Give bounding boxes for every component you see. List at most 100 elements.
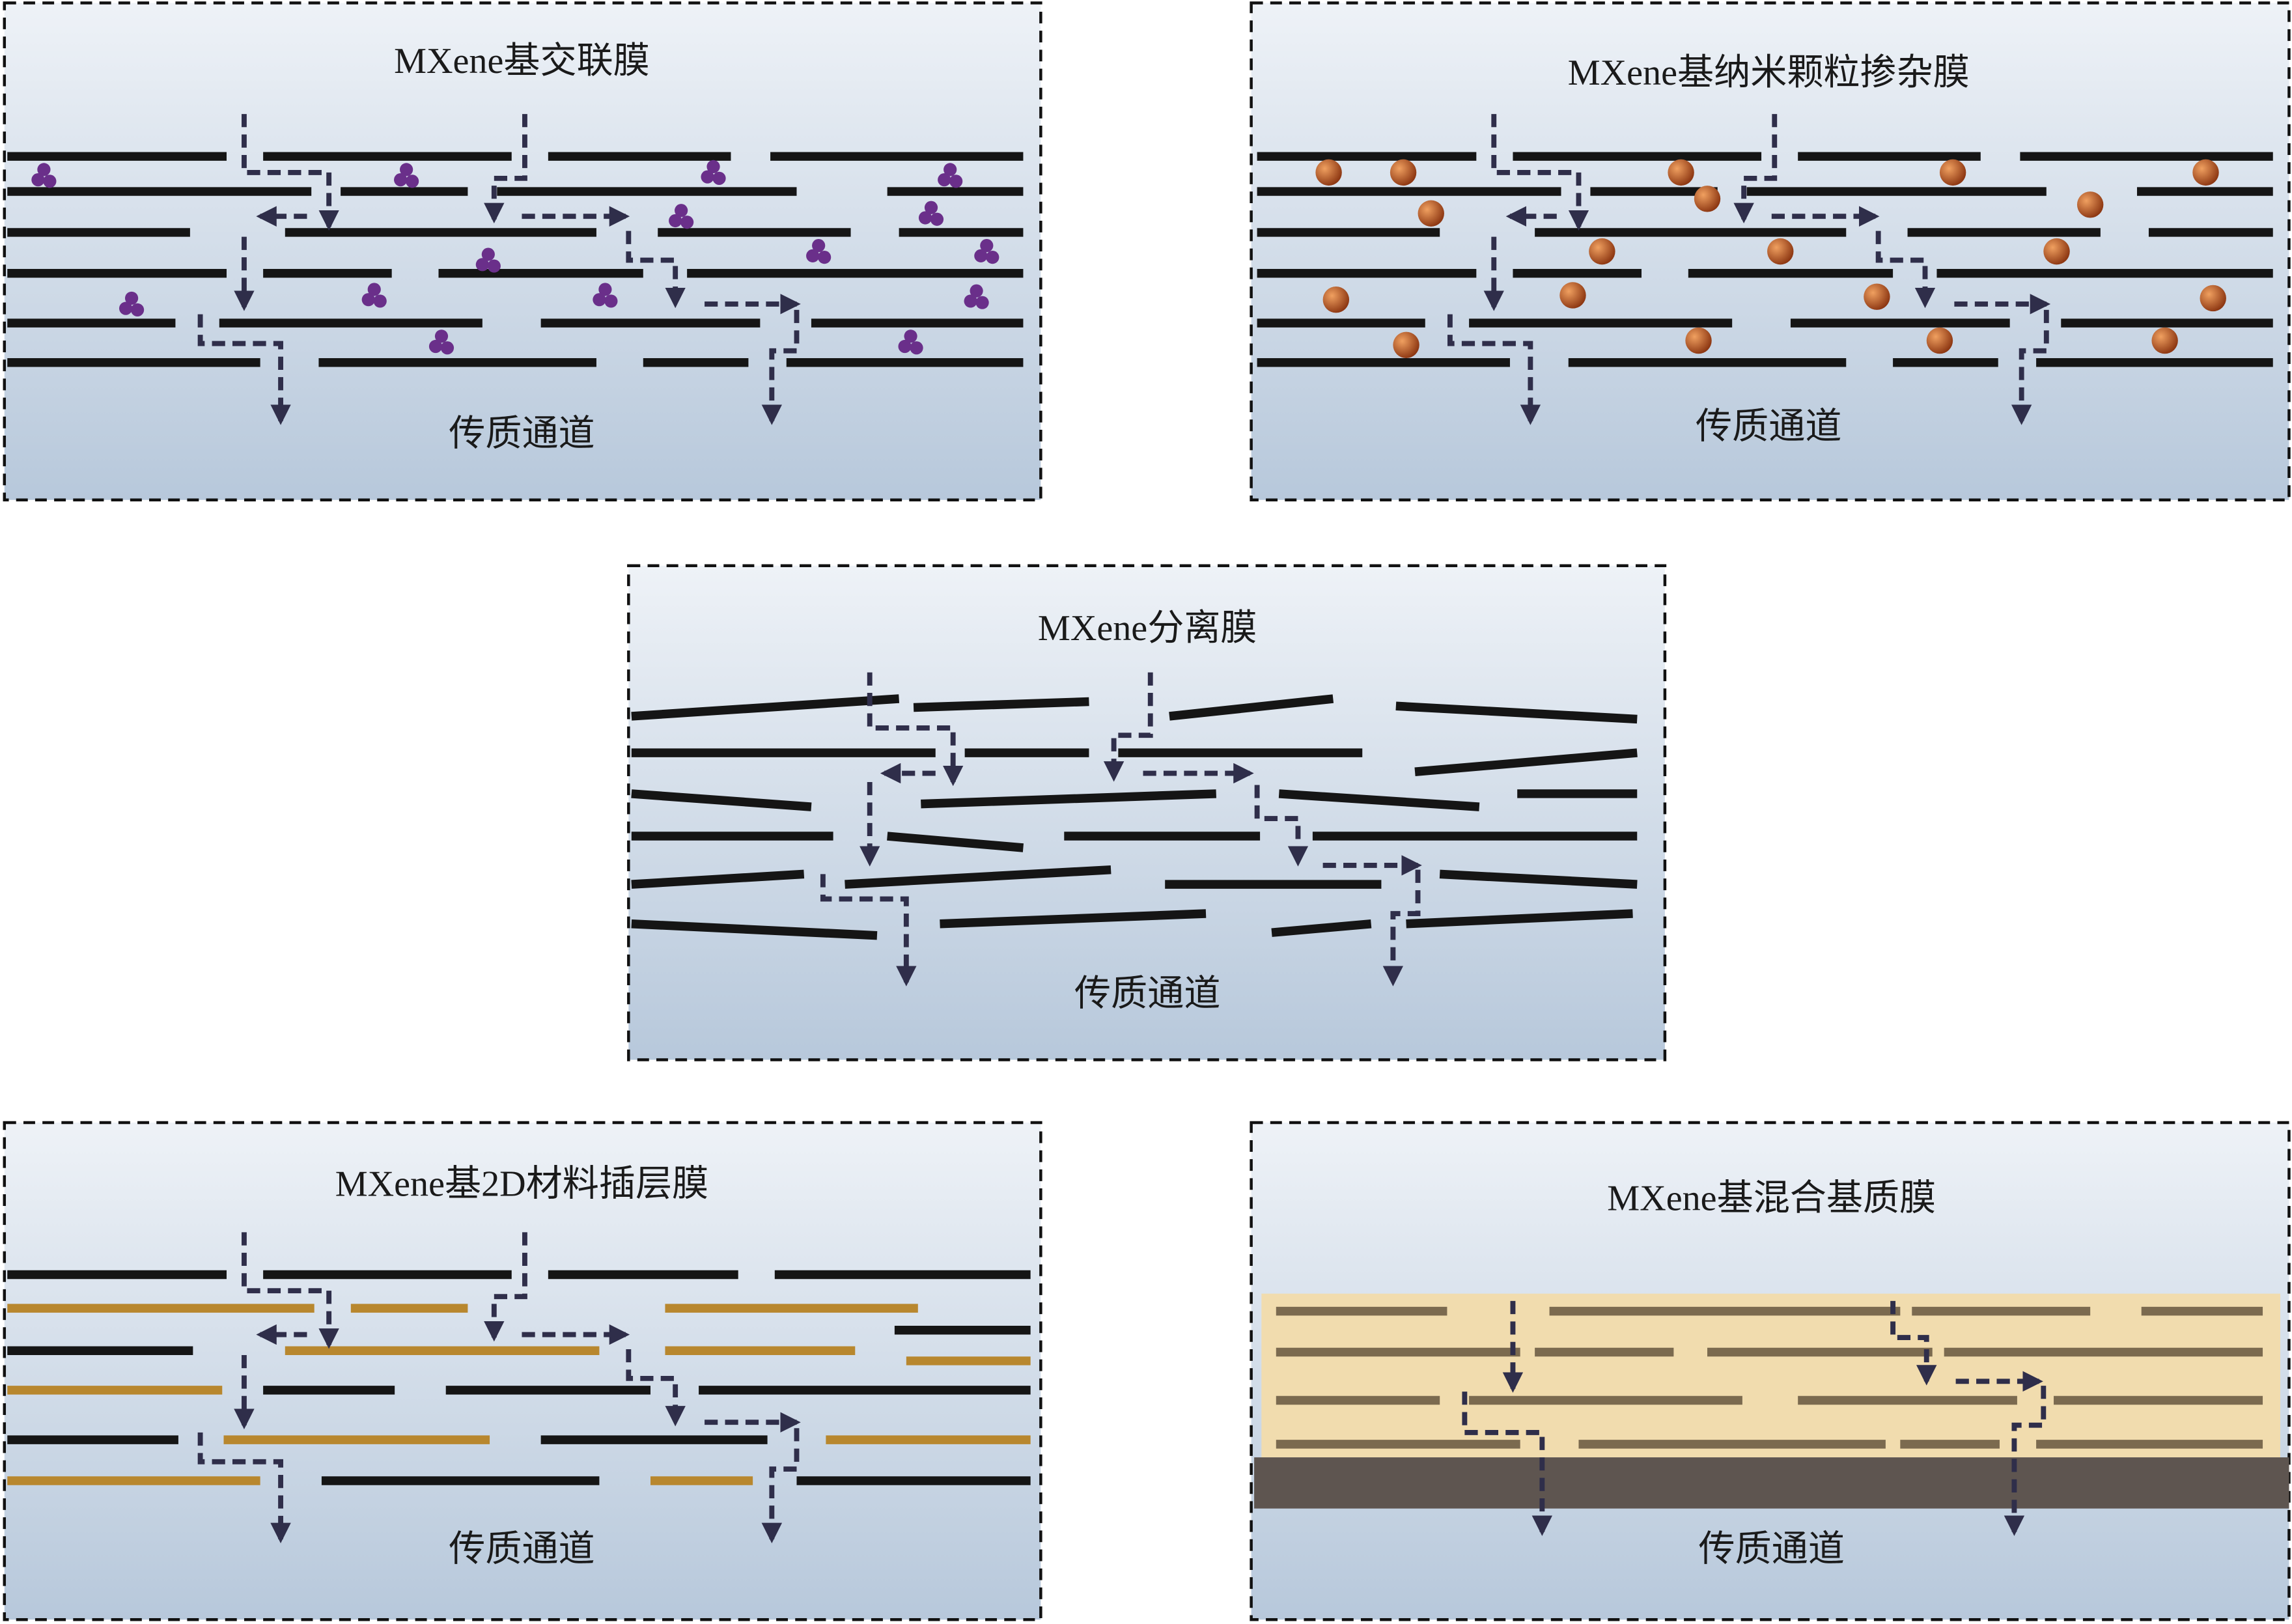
mxene-sheet <box>631 694 900 721</box>
crosslinker-molecule <box>475 258 489 272</box>
nanoparticle <box>1418 200 1444 227</box>
crosslinker-molecule <box>680 216 694 229</box>
crosslinker-molecule <box>974 249 988 262</box>
mxene-sheet <box>631 789 812 811</box>
mxene-sheet <box>631 869 805 889</box>
transport-path-arrow <box>867 672 964 787</box>
transport-path-arrow <box>1103 672 1153 782</box>
crosslinker-molecule <box>598 283 612 296</box>
crosslinker-molecule <box>930 212 944 226</box>
transport-path-arrow <box>242 114 339 231</box>
nanoparticle <box>2151 327 2178 354</box>
panel-1-title: MXene基交联膜 <box>394 41 650 81</box>
transport-path-arrow <box>2004 1386 2047 1536</box>
panel-4-frame <box>3 1121 1042 1621</box>
crosslinker-molecule <box>130 303 145 317</box>
crosslinker-molecule <box>428 339 443 354</box>
crosslinker-molecule <box>367 283 381 296</box>
support-layer <box>1254 1457 2289 1509</box>
crosslinker-molecule <box>712 171 726 185</box>
mxene-sheet <box>1414 748 1638 776</box>
crosslinker-molecule <box>812 239 826 253</box>
transport-path-arrow <box>820 874 917 987</box>
mxene-sheet <box>1169 694 1334 721</box>
nanoparticle <box>2076 191 2104 218</box>
transport-path-arrow <box>626 231 686 309</box>
nanoparticle <box>1668 159 1694 186</box>
crosslinker-molecule <box>701 170 714 184</box>
panel-1-label: 传质通道 <box>449 414 594 455</box>
crosslinker-molecule <box>975 296 989 309</box>
panel-4-title: MXene基2D材料插层膜 <box>335 1164 709 1204</box>
nanoparticle <box>1589 238 1615 265</box>
crosslinker-molecule <box>706 160 720 174</box>
mxene-sheet <box>1278 789 1480 811</box>
transport-path-arrow <box>626 1349 686 1427</box>
nanoparticle <box>1390 159 1417 186</box>
crosslinker-molecule <box>440 341 454 355</box>
nanoparticle <box>2043 238 2070 265</box>
nanoparticle <box>1315 159 1342 186</box>
nanoparticle <box>1685 327 1712 354</box>
transport-path-arrow <box>1890 1300 1937 1386</box>
mxene-sheet <box>631 919 878 940</box>
crosslinker-molecule <box>487 259 501 273</box>
crosslinker-molecule <box>405 175 419 188</box>
crosslinker-molecule <box>938 173 951 187</box>
crosslinker-molecule <box>43 175 57 188</box>
panel-1-frame <box>3 1 1042 501</box>
crosslinker-molecule <box>898 339 912 354</box>
transport-path-arrow <box>1447 314 1541 425</box>
crosslinker-molecule <box>924 201 938 214</box>
crosslinker-molecule <box>604 294 618 308</box>
nanoparticle <box>1694 186 1721 212</box>
transport-path-arrow <box>761 309 800 425</box>
crosslinker-molecule <box>970 284 983 298</box>
transport-path-arrow <box>197 314 291 425</box>
transport-path-arrow <box>242 1232 339 1349</box>
crosslinker-molecule <box>943 163 957 176</box>
crosslinker-molecule <box>806 249 820 262</box>
nanoparticle <box>1864 283 1890 310</box>
crosslinker-molecule <box>904 329 917 343</box>
crosslinker-molecule <box>980 239 994 253</box>
crosslinker-molecule <box>373 294 387 308</box>
nanoparticle <box>1939 159 1966 186</box>
mxene-sheet <box>1406 909 1633 929</box>
nanoparticle <box>2192 159 2219 186</box>
crosslinker-molecule <box>481 247 495 261</box>
panel-3-label: 传质通道 <box>1074 973 1220 1014</box>
transport-path-arrow <box>761 1428 800 1544</box>
panel-2-title: MXene基纳米颗粒掺杂膜 <box>1568 53 1970 93</box>
nanoparticle <box>1322 286 1350 313</box>
nanoparticle <box>1393 331 1419 358</box>
panel-5-title: MXene基混合基质膜 <box>1607 1179 1936 1219</box>
mxene-sheet <box>1395 701 1638 724</box>
mxene-sheet <box>1439 869 1638 889</box>
mxene-sheet <box>921 789 1216 809</box>
mxene-sheet <box>913 697 1089 712</box>
mxene-sheet <box>1271 919 1372 937</box>
crosslinker-molecule <box>918 211 932 225</box>
panel-4-label: 传质通道 <box>449 1529 594 1569</box>
crosslinker-molecule <box>119 301 133 315</box>
nanoparticle <box>2200 285 2226 312</box>
crosslinker-molecule <box>964 294 977 308</box>
crosslinker-molecule <box>910 341 923 355</box>
nanoparticle <box>1926 327 1953 354</box>
crosslinker-molecule <box>675 204 688 217</box>
crosslinker-molecule <box>593 293 606 307</box>
mxene-sheet <box>940 909 1207 929</box>
crosslinker-molecule <box>37 163 51 176</box>
transport-path-arrow <box>484 114 527 224</box>
crosslinker-molecule <box>949 175 963 188</box>
transport-path-arrow <box>1875 231 1936 309</box>
crosslinker-molecule <box>394 173 408 187</box>
panel-3-title: MXene分离膜 <box>1038 608 1257 649</box>
crosslinker-molecule <box>986 250 999 264</box>
transport-path-arrow <box>197 1432 291 1544</box>
transport-path-arrow <box>1254 785 1309 867</box>
crosslinker-molecule <box>434 329 449 343</box>
transport-path-arrow <box>1382 869 1421 987</box>
nanoparticle <box>1559 282 1586 309</box>
